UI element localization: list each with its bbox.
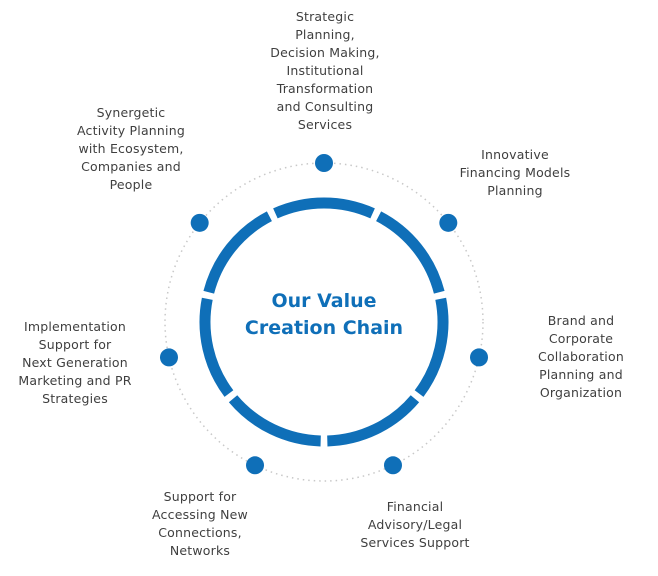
- node-label-implementation: Implementation Support for Next Generati…: [2, 318, 148, 408]
- ring-segment: [414, 297, 449, 397]
- ring-segment: [273, 197, 375, 219]
- node-label-line: Services: [297, 117, 353, 132]
- node-label-line: Services Support: [360, 535, 470, 550]
- node-dot-implementation: [159, 348, 178, 367]
- node-label-line: Organization: [539, 385, 623, 400]
- node-dot-brand: [470, 348, 489, 367]
- node-label-line: Support for: [163, 489, 237, 504]
- node-label-support: Support for Accessing New Connections, N…: [130, 488, 270, 560]
- node-label-line: Implementation: [23, 319, 127, 334]
- node-label-line: Planning and: [539, 367, 623, 382]
- node-label-line: Strategies: [42, 391, 108, 406]
- node-label-line: Planning: [487, 183, 543, 198]
- node-label-line: Innovative: [481, 147, 549, 162]
- ring-segment: [375, 211, 445, 294]
- node-dot-financial: [383, 456, 402, 475]
- node-label-line: Corporate: [548, 331, 614, 346]
- node-label-strategic: Strategic Planning, Decision Making, Ins…: [250, 8, 400, 134]
- node-label-line: Planning,: [295, 27, 355, 42]
- node-label-line: Networks: [169, 543, 231, 558]
- node-label-line: and Consulting: [276, 99, 374, 114]
- node-label-brand: Brand and Corporate Collaboration Planni…: [508, 312, 654, 402]
- node-label-line: Activity Planning: [77, 123, 185, 138]
- node-dot-support: [246, 456, 265, 475]
- node-label-line: Institutional: [286, 63, 364, 78]
- main-ring-segments: [199, 197, 449, 447]
- node-label-line: Financing Models: [459, 165, 571, 180]
- node-label-line: Transformation: [276, 81, 374, 96]
- node-label-line: Synergetic: [96, 105, 166, 120]
- node-dot-synergetic: [190, 213, 209, 232]
- node-label-financial: Financial Advisory/Legal Services Suppor…: [340, 498, 490, 552]
- node-label-line: People: [109, 177, 153, 192]
- node-label-line: Companies and: [81, 159, 181, 174]
- node-label-line: Decision Making,: [270, 45, 380, 60]
- node-label-synergetic: Synergetic Activity Planning with Ecosys…: [58, 104, 204, 194]
- center-title: Our Value Creation Chain: [214, 288, 434, 342]
- node-label-line: Marketing and PR: [18, 373, 132, 388]
- node-label-line: Accessing New: [152, 507, 248, 522]
- node-label-line: Collaboration: [538, 349, 624, 364]
- ring-segment: [203, 211, 273, 294]
- node-label-line: Support for: [38, 337, 112, 352]
- node-dot-strategic: [315, 154, 333, 172]
- node-label-line: Advisory/Legal: [367, 517, 463, 532]
- ring-segment: [228, 395, 321, 447]
- center-title-line-1: Our Value: [271, 290, 377, 312]
- node-label-line: Financial: [386, 499, 444, 514]
- node-label-line: Next Generation: [22, 355, 128, 370]
- node-label-line: Brand and: [547, 313, 615, 328]
- ring-segment: [327, 395, 420, 447]
- node-dot-innovative: [439, 213, 458, 232]
- node-label-line: Strategic: [295, 9, 355, 24]
- node-label-innovative: Innovative Financing Models Planning: [440, 146, 590, 200]
- center-title-line-2: Creation Chain: [244, 317, 404, 339]
- node-label-line: with Ecosystem,: [78, 141, 184, 156]
- node-dots: [159, 154, 489, 475]
- node-label-line: Connections,: [158, 525, 242, 540]
- ring-segment: [199, 297, 234, 397]
